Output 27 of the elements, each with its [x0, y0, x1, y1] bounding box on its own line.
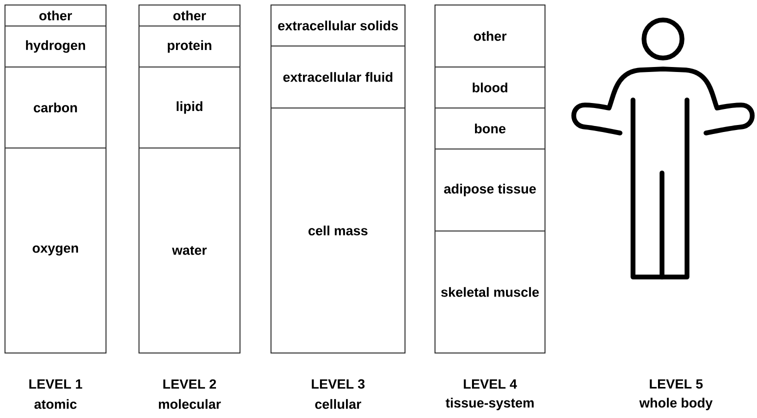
segment-box: protein [138, 26, 240, 68]
level-name: whole body [639, 398, 713, 410]
level-heading: LEVEL 3 [312, 379, 365, 389]
level-name: tissue-system [446, 398, 534, 410]
segment-box: hydrogen [4, 26, 106, 68]
segment-box: other [434, 4, 546, 68]
segment-box: other [138, 4, 240, 26]
level-heading: LEVEL 1 [29, 379, 82, 389]
level-name: molecular [158, 399, 221, 409]
segment-box: bone [434, 108, 546, 150]
segment-box: lipid [138, 66, 240, 148]
level-name: cellular [315, 399, 362, 409]
segment-box: adipose tissue [434, 148, 546, 232]
segment-box: skeletal muscle [434, 230, 546, 354]
segment-box: carbon [4, 66, 106, 148]
person-icon [571, 18, 755, 280]
segment-box: other [4, 4, 106, 26]
segment-box: cell mass [270, 108, 406, 354]
segment-box: extracellular fluid [270, 46, 406, 108]
segment-box: water [138, 148, 240, 354]
level-heading: LEVEL 5 [650, 379, 703, 389]
segment-box: oxygen [4, 148, 106, 354]
level-heading: LEVEL 4 [464, 379, 517, 389]
level-name: atomic [34, 399, 77, 409]
segment-box: extracellular solids [270, 4, 406, 46]
level-heading: LEVEL 2 [163, 379, 216, 389]
segment-box: blood [434, 66, 546, 108]
